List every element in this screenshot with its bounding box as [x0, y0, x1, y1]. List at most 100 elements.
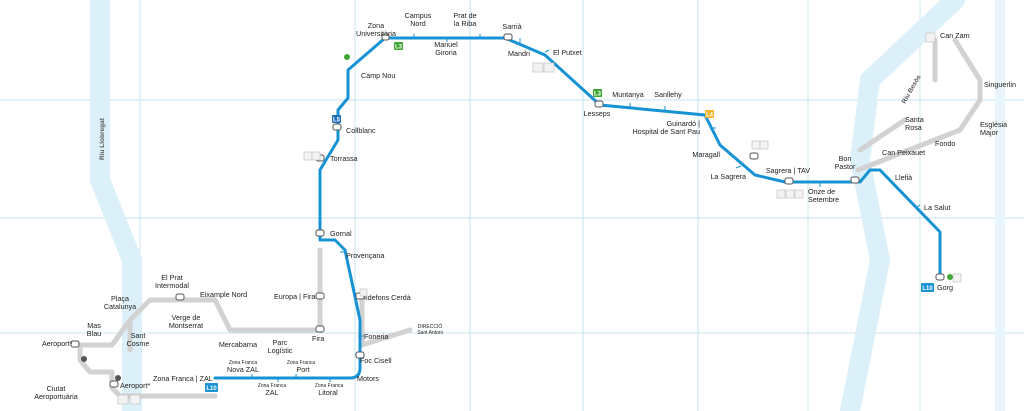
station-marker[interactable]	[70, 340, 80, 348]
station-marker[interactable]	[315, 229, 325, 237]
station-zal[interactable]: ZAL	[265, 388, 278, 397]
station-fondo[interactable]: Fondo	[935, 139, 955, 148]
station-marker[interactable]	[381, 33, 390, 41]
l3-badge-text: L3	[395, 45, 403, 51]
station-marker[interactable]	[784, 177, 794, 185]
service-icon	[952, 273, 962, 283]
station-lesseps[interactable]: Lesseps	[584, 109, 611, 118]
station-marker[interactable]	[332, 123, 342, 131]
service-icon	[794, 189, 804, 199]
label-zona-franca-litoral: Zona Franca	[315, 383, 344, 389]
station-provencana[interactable]: Provençana	[346, 251, 384, 260]
station-torrassa[interactable]: Torrassa	[330, 154, 358, 163]
station-camp-nou[interactable]: Camp Nou	[361, 71, 395, 80]
service-icon	[543, 62, 555, 73]
l4-badge-text: L4	[706, 113, 714, 119]
station-fira[interactable]: Fira	[312, 334, 324, 343]
station-nova-zal[interactable]: Nova ZAL	[227, 365, 259, 374]
station-europa-fira[interactable]: Europa | Fira	[274, 292, 315, 301]
station-llefia[interactable]: Llefià	[895, 173, 912, 182]
station-eixample-nord[interactable]: Eixample Nord	[200, 290, 247, 299]
station-marker[interactable]	[175, 293, 185, 301]
station-foc-cisell[interactable]: Foc Cisell	[360, 356, 392, 365]
station-marker[interactable]	[315, 325, 325, 333]
station-guinardo[interactable]: Guinardó |Hospital de Sant Pau	[632, 119, 700, 136]
station-muntanya[interactable]: Muntanya	[612, 90, 644, 99]
station-zona-franca-zal[interactable]: Zona Franca | ZAL	[153, 374, 213, 383]
station-aeroport-t1[interactable]: Aeroport*	[120, 381, 151, 390]
station-marker[interactable]	[355, 351, 365, 359]
station-marker[interactable]	[315, 292, 325, 300]
station-la-salut[interactable]: La Salut	[924, 203, 950, 212]
station-port[interactable]: Port	[296, 365, 309, 374]
l10-badge-west	[205, 383, 218, 392]
rivers	[90, 0, 1005, 411]
station-can-peixauet[interactable]: Can Peixauet	[882, 148, 925, 157]
station-marker[interactable]	[935, 273, 945, 281]
river-besos	[840, 0, 965, 411]
l10-badge-west-text: L10	[206, 386, 217, 392]
station-mandri[interactable]: Mandri	[508, 49, 530, 58]
station-ildefons-cerda[interactable]: Ildefons Cerdà	[364, 293, 411, 302]
station-foneria[interactable]: Foneria	[364, 332, 388, 341]
l3-badge-2	[593, 89, 602, 97]
station-marker[interactable]	[594, 100, 604, 108]
station-aeroport-t2[interactable]: Aeroport*	[42, 339, 73, 348]
station-sanllehy[interactable]: Sanllehy	[654, 90, 682, 99]
service-icon	[117, 394, 129, 405]
station-marker[interactable]	[503, 33, 513, 41]
station-gorg[interactable]: Gorg	[937, 283, 953, 292]
station-maragall[interactable]: Maragall	[692, 150, 720, 159]
river-llobregat	[90, 0, 142, 411]
station-el-putxet[interactable]: El Putxet	[553, 48, 582, 57]
station-collblanc[interactable]: Collblanc	[346, 126, 376, 135]
service-icon	[751, 140, 761, 150]
station-marker[interactable]	[749, 152, 759, 160]
station-litoral[interactable]: Litoral	[318, 388, 338, 397]
station-la-sagrera[interactable]: La Sagrera	[710, 172, 746, 181]
l3-badge-2-text: L3	[594, 92, 602, 98]
other-lines	[77, 37, 983, 399]
stadium-icon	[344, 54, 350, 60]
label-zona-franca-port: Zona Franca	[287, 360, 316, 366]
station-singuerlin[interactable]: Singuerlin	[984, 80, 1016, 89]
station-motors[interactable]: Motors	[357, 374, 379, 383]
l10-badge-east	[921, 283, 934, 292]
airplane-icons	[81, 54, 953, 381]
station-mercabarna[interactable]: Mercabarna	[219, 340, 257, 349]
line-l10	[213, 36, 942, 380]
station-can-zam[interactable]: Can Zam	[940, 31, 970, 40]
station-marker[interactable]	[850, 176, 860, 184]
l10-badge-east-text: L10	[922, 286, 933, 292]
station-ticks	[251, 34, 921, 382]
service-icon	[359, 288, 368, 297]
line-badges: L10 L10 L3 L3 L5 L4	[205, 42, 934, 392]
l4-badge	[705, 110, 714, 118]
station-gornal[interactable]: Gornal	[330, 229, 352, 238]
service-icon	[311, 151, 321, 161]
l5-badge-text: L5	[333, 118, 341, 124]
label-zona-franca-nova-zal: Zona Franca	[229, 360, 258, 366]
station-sagrera-tav[interactable]: Sagrera | TAV	[766, 166, 810, 175]
station-sarria[interactable]: Sarrià	[502, 22, 521, 31]
park-icon	[947, 274, 953, 280]
station-marker[interactable]	[109, 380, 119, 388]
